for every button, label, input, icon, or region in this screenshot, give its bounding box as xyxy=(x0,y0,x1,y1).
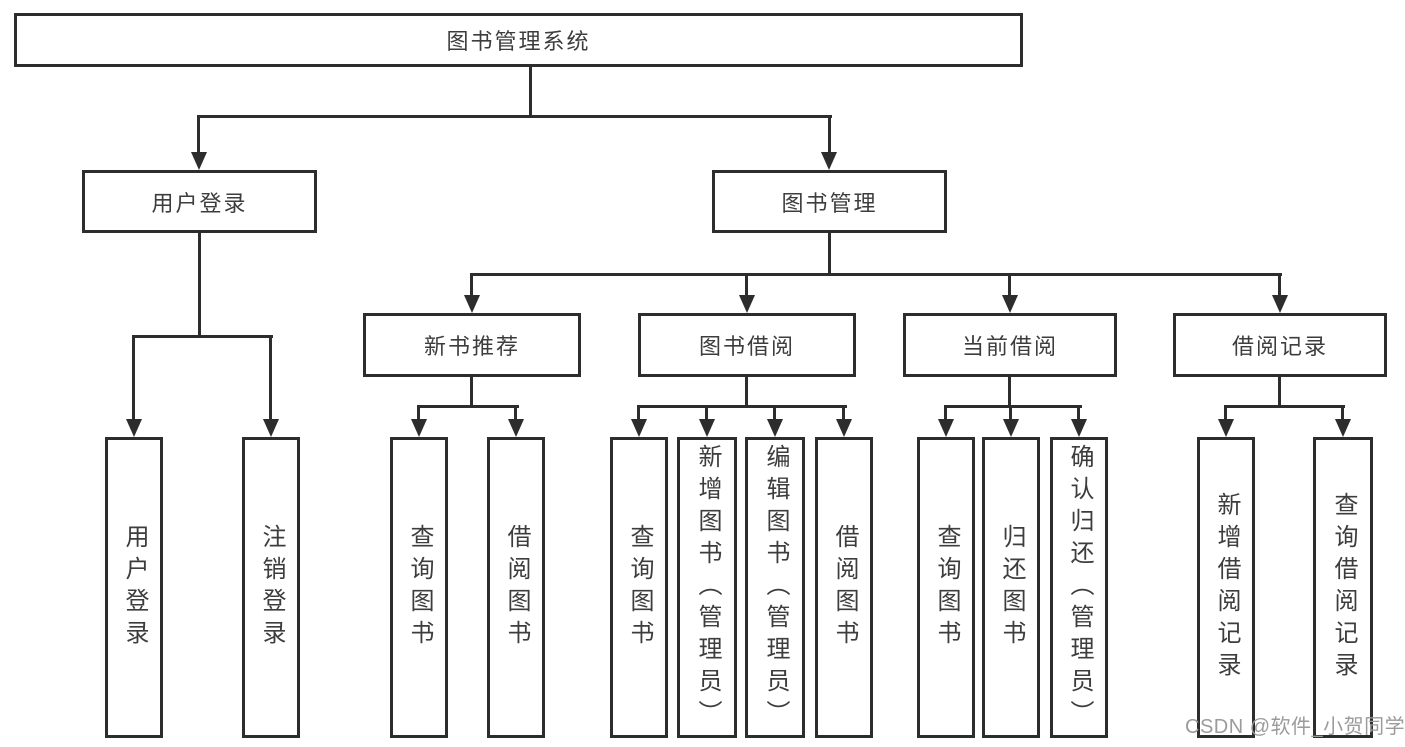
arrowhead-down-icon xyxy=(767,419,783,437)
node-book-management-label: 图书管理 xyxy=(781,190,878,216)
connector-line xyxy=(198,115,832,118)
arrowhead-down-icon xyxy=(631,419,647,437)
connector-line xyxy=(470,273,1282,276)
arrowhead-down-icon xyxy=(1002,295,1018,313)
arrowhead-down-icon xyxy=(1218,419,1234,437)
connector-line xyxy=(1077,405,1080,423)
connector-line xyxy=(197,115,200,155)
arrowhead-down-icon xyxy=(739,295,755,313)
connector-line xyxy=(132,335,273,338)
connector-line xyxy=(1278,273,1281,298)
arrowhead-down-icon xyxy=(1071,419,1087,437)
connector-line xyxy=(944,405,947,423)
connector-line xyxy=(269,335,272,423)
leaf-label: 查询图书 xyxy=(933,523,960,652)
node-current-borrow: 当前借阅 xyxy=(903,313,1117,377)
connector-line xyxy=(1341,405,1344,423)
connector-line xyxy=(828,115,831,155)
node-book-management: 图书管理 xyxy=(712,170,947,233)
node-new-book-recommend: 新书推荐 xyxy=(363,313,581,377)
leaf-label: 查询图书 xyxy=(626,523,653,652)
node-user-login-label: 用户登录 xyxy=(151,190,248,216)
arrowhead-down-icon xyxy=(191,152,207,170)
connector-line xyxy=(705,405,708,423)
connector-line xyxy=(1224,405,1227,423)
leaf-user-login: 用户登录 xyxy=(105,437,163,738)
arrowhead-down-icon xyxy=(411,419,427,437)
node-root-label: 图书管理系统 xyxy=(446,29,591,54)
leaf-add-borrow-record: 新增借阅记录 xyxy=(1197,437,1255,738)
leaf-label: 编辑图书（管理员） xyxy=(762,443,789,732)
arrowhead-down-icon xyxy=(821,152,837,170)
connector-line xyxy=(842,405,845,423)
leaf-label: 查询借阅记录 xyxy=(1330,491,1357,684)
leaf-label: 新增图书（管理员） xyxy=(694,443,721,732)
connector-line xyxy=(1009,405,1012,423)
leaf-query-book-current: 查询图书 xyxy=(917,437,975,738)
connector-line xyxy=(637,405,640,423)
arrowhead-down-icon xyxy=(263,419,279,437)
leaf-label: 新增借阅记录 xyxy=(1213,491,1240,684)
node-root: 图书管理系统 xyxy=(14,13,1023,67)
connector-line xyxy=(1278,377,1281,407)
leaf-label: 借阅图书 xyxy=(503,523,530,652)
leaf-confirm-return-admin: 确认归还（管理员） xyxy=(1050,437,1108,738)
leaf-label: 查询图书 xyxy=(406,523,433,652)
leaf-return-book: 归还图书 xyxy=(982,437,1040,738)
node-borrow-record: 借阅记录 xyxy=(1173,313,1387,377)
connector-line xyxy=(773,405,776,423)
watermark: CSDN @软件_小贺同学 xyxy=(1185,716,1405,738)
connector-line xyxy=(529,67,532,118)
leaf-borrow-book-recommend: 借阅图书 xyxy=(487,437,545,738)
leaf-edit-book-admin: 编辑图书（管理员） xyxy=(745,437,805,738)
node-user-login: 用户登录 xyxy=(82,170,317,233)
leaf-add-book-admin: 新增图书（管理员） xyxy=(677,437,737,738)
leaf-logout: 注销登录 xyxy=(242,437,300,738)
leaf-label: 确认归还（管理员） xyxy=(1066,443,1093,732)
leaf-borrow-book: 借阅图书 xyxy=(815,437,873,738)
arrowhead-down-icon xyxy=(836,419,852,437)
node-borrow-record-label: 借阅记录 xyxy=(1231,334,1328,359)
arrowhead-down-icon xyxy=(1335,419,1351,437)
node-book-borrow: 图书借阅 xyxy=(638,313,856,377)
connector-line xyxy=(132,335,135,423)
leaf-label: 用户登录 xyxy=(121,523,148,652)
connector-line xyxy=(470,273,473,298)
connector-line xyxy=(1008,273,1011,298)
connector-line xyxy=(417,405,420,423)
arrowhead-down-icon xyxy=(938,419,954,437)
connector-line xyxy=(198,233,201,337)
connector-line xyxy=(828,233,831,275)
arrowhead-down-icon xyxy=(1272,295,1288,313)
connector-line xyxy=(1224,405,1345,408)
connector-line xyxy=(470,377,473,407)
leaf-query-borrow-record: 查询借阅记录 xyxy=(1313,437,1373,738)
leaf-label: 借阅图书 xyxy=(831,523,858,652)
node-book-borrow-label: 图书借阅 xyxy=(698,334,795,359)
arrowhead-down-icon xyxy=(699,419,715,437)
node-current-borrow-label: 当前借阅 xyxy=(961,334,1058,359)
leaf-query-book: 查询图书 xyxy=(610,437,668,738)
connector-line xyxy=(637,405,847,408)
leaf-label: 归还图书 xyxy=(998,523,1025,652)
arrowhead-down-icon xyxy=(464,295,480,313)
arrowhead-down-icon xyxy=(126,419,142,437)
connector-line xyxy=(745,273,748,298)
connector-line xyxy=(745,377,748,407)
arrowhead-down-icon xyxy=(1003,419,1019,437)
leaf-query-book-recommend: 查询图书 xyxy=(390,437,448,738)
connector-line xyxy=(1008,377,1011,407)
connector-line xyxy=(417,405,519,408)
leaf-label: 注销登录 xyxy=(258,523,285,652)
arrowhead-down-icon xyxy=(508,419,524,437)
connector-line xyxy=(514,405,517,423)
connector-line xyxy=(944,405,1082,408)
node-new-book-recommend-label: 新书推荐 xyxy=(423,334,520,359)
